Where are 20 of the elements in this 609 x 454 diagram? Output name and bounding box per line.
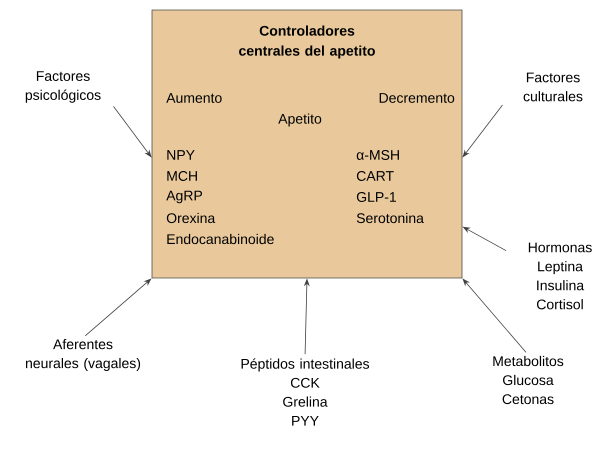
factor-label: Péptidos intestinales CCK Grelina PYY <box>242 358 370 426</box>
list-item: Endocanabinoide <box>167 234 274 244</box>
list-item: AgRP <box>166 190 202 204</box>
list-item: Serotonina <box>356 212 424 224</box>
list-item: NPY <box>167 150 195 160</box>
column-heading: Apetito <box>278 113 322 126</box>
column-heading: Decremento <box>380 93 454 103</box>
column-heading: Aumento <box>166 93 222 103</box>
panel-heading: Controladores centrales del apetito <box>239 25 375 58</box>
list-item: CART <box>356 171 394 181</box>
list-item: Orexina <box>166 212 216 224</box>
factor-label: Factores culturales <box>524 72 582 102</box>
panel-box <box>152 10 462 278</box>
factor-label: Hormonas Leptina Insulina Cortisol <box>528 242 592 310</box>
factor-label: Metabolitos Glucosa Cetonas <box>493 356 564 404</box>
factor-label: Factores psicológicos <box>26 71 101 103</box>
list-item: MCH <box>167 171 197 181</box>
factor-label: Aferentes neurales (vagales) <box>26 338 140 371</box>
list-item: α-MSH <box>356 150 399 160</box>
list-item: GLP-1 <box>356 192 396 202</box>
